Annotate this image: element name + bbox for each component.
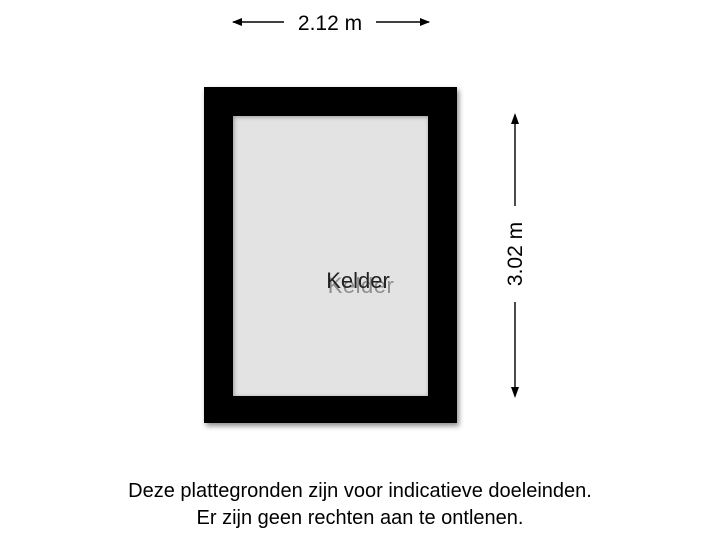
width-dimension-arrow <box>232 18 430 26</box>
room-label-shadow: Kelder <box>327 273 395 298</box>
width-dimension: 2.12 m <box>232 12 430 35</box>
height-dimension-label: 3.02 m <box>504 222 527 286</box>
height-dimension-arrow <box>511 113 519 398</box>
disclaimer-line-2: Er zijn geen rechten aan te ontlenen. <box>196 507 524 529</box>
room-kelder: Kelder Kelder <box>233 116 428 396</box>
room-label: Kelder <box>326 268 390 293</box>
disclaimer: Deze plattegronden zijn voor indicatieve… <box>0 478 720 532</box>
height-dimension: 3.02 m <box>504 113 527 398</box>
width-dimension-label: 2.12 m <box>298 12 362 35</box>
floor-plan-walls: Kelder Kelder <box>204 87 457 423</box>
disclaimer-line-1: Deze plattegronden zijn voor indicatieve… <box>128 480 592 502</box>
